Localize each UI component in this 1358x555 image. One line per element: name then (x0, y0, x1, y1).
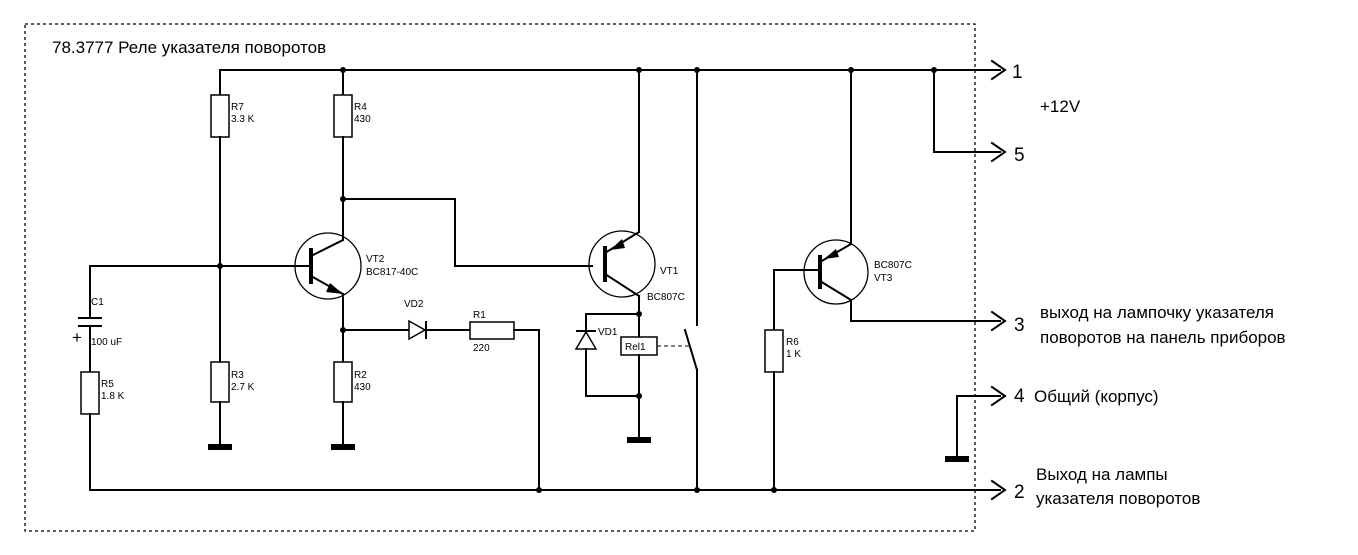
transistor-vt3 (803, 239, 869, 305)
pin5-wire (933, 69, 1001, 153)
resistor-r3 (210, 361, 230, 403)
c1-value: 100 uF (91, 337, 122, 348)
pin5-number: 5 (1014, 145, 1025, 166)
vt2-name: VT2 (366, 254, 385, 265)
r6-value: 1 K (786, 349, 801, 360)
r1-value: 220 (473, 343, 490, 354)
ground-symbol-rel1 (627, 437, 651, 443)
transistor-vt1 (588, 230, 656, 298)
c1-name: C1 (91, 297, 104, 308)
diagram-title: 78.3777 Реле указателя поворотов (52, 38, 326, 57)
rel1-name: Rel1 (625, 342, 646, 353)
r3-name: R3 (231, 370, 244, 381)
c1-polarity: + (72, 328, 82, 347)
ground-symbol-r3 (208, 444, 232, 450)
vd1-top-wire (585, 313, 640, 331)
vt3-name: VT3 (874, 273, 893, 284)
vt1-emitter-arrow-icon (610, 239, 625, 250)
r4-name: R4 (354, 102, 367, 113)
pin2-arrow (990, 479, 1007, 501)
r7-name: R7 (231, 102, 244, 113)
pin4-wire (956, 395, 1001, 457)
pin2-number: 2 (1014, 482, 1025, 503)
diode-vd2 (408, 319, 427, 341)
resistor-r4 (333, 94, 353, 138)
vt1-collector (603, 272, 641, 298)
pin3-arrow (990, 310, 1007, 332)
r7-value: 3.3 K (231, 114, 255, 125)
module-enclosure (24, 23, 976, 532)
resistor-r6 (764, 329, 784, 373)
vd2-name: VD2 (404, 299, 424, 310)
r1-name: R1 (473, 310, 486, 321)
vt2-type: BC817-40C (366, 267, 418, 278)
pin5-arrow (990, 141, 1007, 163)
r2-name: R2 (354, 370, 367, 381)
vt1-type: BC807C (647, 292, 685, 303)
vt3-collector (818, 279, 853, 302)
pin4-text: Общий (корпус) (1034, 387, 1159, 406)
vd1-bottom-wire (585, 348, 640, 397)
resistor-r7 (210, 94, 230, 138)
r3-value: 2.7 K (231, 382, 255, 393)
pin4-number: 4 (1014, 386, 1025, 407)
pin3-text-line2: поворотов на панель приборов (1040, 328, 1286, 347)
r4-value: 430 (354, 114, 371, 125)
resistor-r2 (333, 361, 353, 403)
r5-value: 1.8 K (101, 391, 125, 402)
junction-dots (217, 67, 937, 493)
r6-name: R6 (786, 337, 799, 348)
vd1-name: VD1 (598, 327, 618, 338)
ground-symbol-pin4 (945, 456, 969, 462)
ground-symbol-r2 (331, 444, 355, 450)
r2-value: 430 (354, 382, 371, 393)
pin3-text-line1: выход на лампочку указателя (1040, 303, 1274, 322)
pin1-number: 1 (1012, 62, 1023, 83)
vt2-emitter-arrow-icon (326, 283, 343, 294)
vt1-base-wire (342, 198, 593, 267)
pin2-text-line1: Выход на лампы (1036, 465, 1168, 484)
relay-contact (683, 328, 699, 372)
vt2-collector (309, 238, 345, 258)
pin2-text-line2: указателя поворотов (1036, 489, 1200, 508)
pin3-number: 3 (1014, 315, 1025, 336)
pin4-arrow (990, 385, 1007, 407)
resistor-r5 (80, 371, 100, 415)
diode-vd1 (574, 330, 598, 350)
vt1-name: VT1 (660, 266, 679, 277)
pin1-arrow (990, 59, 1007, 81)
r5-name: R5 (101, 379, 114, 390)
resistor-r1 (469, 321, 515, 340)
vt3-base-wire (773, 269, 821, 331)
r1-output-wire (513, 329, 540, 491)
vt3-type: BC807C (874, 260, 912, 271)
pin3-wire (850, 299, 1001, 322)
supply-label: +12V (1040, 97, 1081, 116)
vt3-emitter-arrow-icon (824, 249, 839, 259)
